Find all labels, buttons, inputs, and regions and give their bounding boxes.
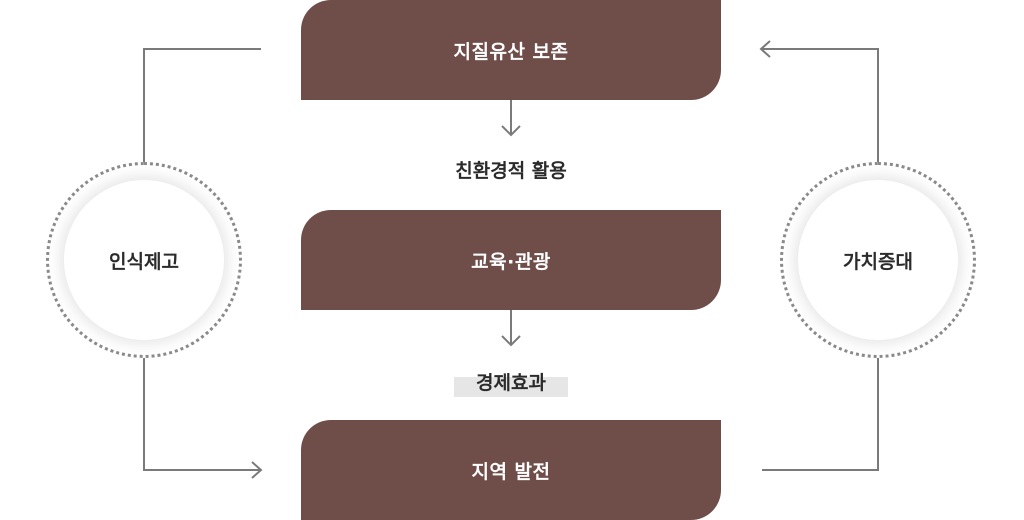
- right-connector-lower: [762, 358, 879, 471]
- box-regional-development: 지역 발전: [301, 420, 721, 520]
- center-arrow-2-head: [501, 335, 521, 347]
- circle-left-label: 인식제고: [109, 250, 179, 273]
- circle-value-increase: 가치증대: [780, 162, 976, 358]
- box-middle-label: 교육·관광: [471, 250, 551, 273]
- left-arrowhead: [251, 461, 263, 479]
- circle-awareness-inner: 인식제고: [64, 180, 224, 340]
- step-label-economic-effect: 경제효과: [476, 372, 546, 394]
- box-geoheritage-conservation: 지질유산 보존: [301, 0, 721, 100]
- left-connector-lower: [143, 358, 260, 471]
- left-connector-upper: [143, 48, 261, 162]
- circle-right-label: 가치증대: [843, 250, 913, 273]
- circle-value-increase-inner: 가치증대: [798, 180, 958, 340]
- box-top-label: 지질유산 보존: [453, 40, 569, 63]
- box-education-tourism: 교육·관광: [301, 210, 721, 310]
- right-arrowhead: [759, 40, 771, 58]
- right-connector-upper: [762, 48, 879, 162]
- circle-awareness: 인식제고: [46, 162, 242, 358]
- center-arrow-1-head: [501, 125, 521, 137]
- box-bottom-label: 지역 발전: [471, 460, 551, 483]
- step-label-highlight: [454, 377, 568, 397]
- step-label-eco-friendly-use: 친환경적 활용: [455, 160, 567, 182]
